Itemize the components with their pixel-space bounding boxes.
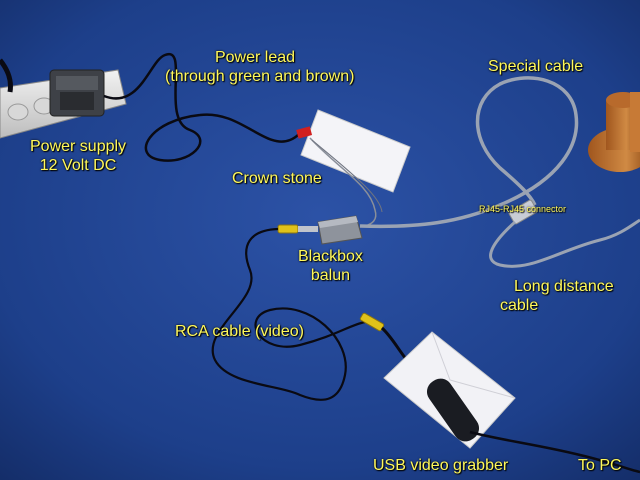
label-blackbox-balun: Blackbox balun	[298, 247, 363, 285]
crown-stone-wires-2	[311, 139, 383, 213]
rca-connector-balun	[277, 224, 299, 234]
label-long-distance-line1: Long distance	[514, 278, 614, 295]
label-crown-stone: Crown stone	[232, 170, 322, 187]
label-long-distance-cable: Long distance cable	[500, 277, 614, 315]
long-distance-cable	[489, 218, 640, 268]
label-usb-video-grabber: USB video grabber	[373, 457, 509, 474]
crown-stone-card	[300, 109, 411, 193]
label-power-supply-line1: Power supply	[30, 138, 127, 155]
rca-video-cable	[211, 227, 366, 401]
label-rca-cable: RCA cable (video)	[175, 323, 304, 340]
to-pc-cable	[469, 430, 640, 474]
power-lead-cable	[103, 52, 305, 162]
label-blackbox-line1: Blackbox	[298, 248, 363, 265]
envelope-fold	[431, 331, 516, 399]
label-power-lead-line1: Power lead	[214, 49, 296, 66]
crown-stone-wires	[309, 137, 377, 227]
label-blackbox-line2: balun	[310, 267, 351, 284]
crown-stone-connector	[296, 126, 313, 139]
power-supply-adapter	[49, 69, 105, 117]
blackbox-balun	[317, 215, 363, 245]
usb-video-grabber	[426, 378, 480, 442]
label-rj45-connector: RJ45-RJ45 connector	[479, 204, 567, 214]
label-to-pc: To PC	[578, 457, 622, 474]
special-cable	[359, 76, 579, 229]
label-power-lead: Power lead (through green and brown)	[165, 48, 355, 86]
label-long-distance-line2: cable	[500, 297, 539, 314]
label-power-supply: Power supply 12 Volt DC	[30, 137, 126, 175]
rj45-connector	[508, 199, 538, 225]
wooden-object	[588, 92, 640, 172]
label-power-lead-line2: (through green and brown)	[165, 68, 355, 85]
label-power-supply-line2: 12 Volt DC	[39, 157, 117, 174]
label-special-cable: Special cable	[488, 58, 584, 75]
rca-plug-tip	[298, 226, 318, 232]
